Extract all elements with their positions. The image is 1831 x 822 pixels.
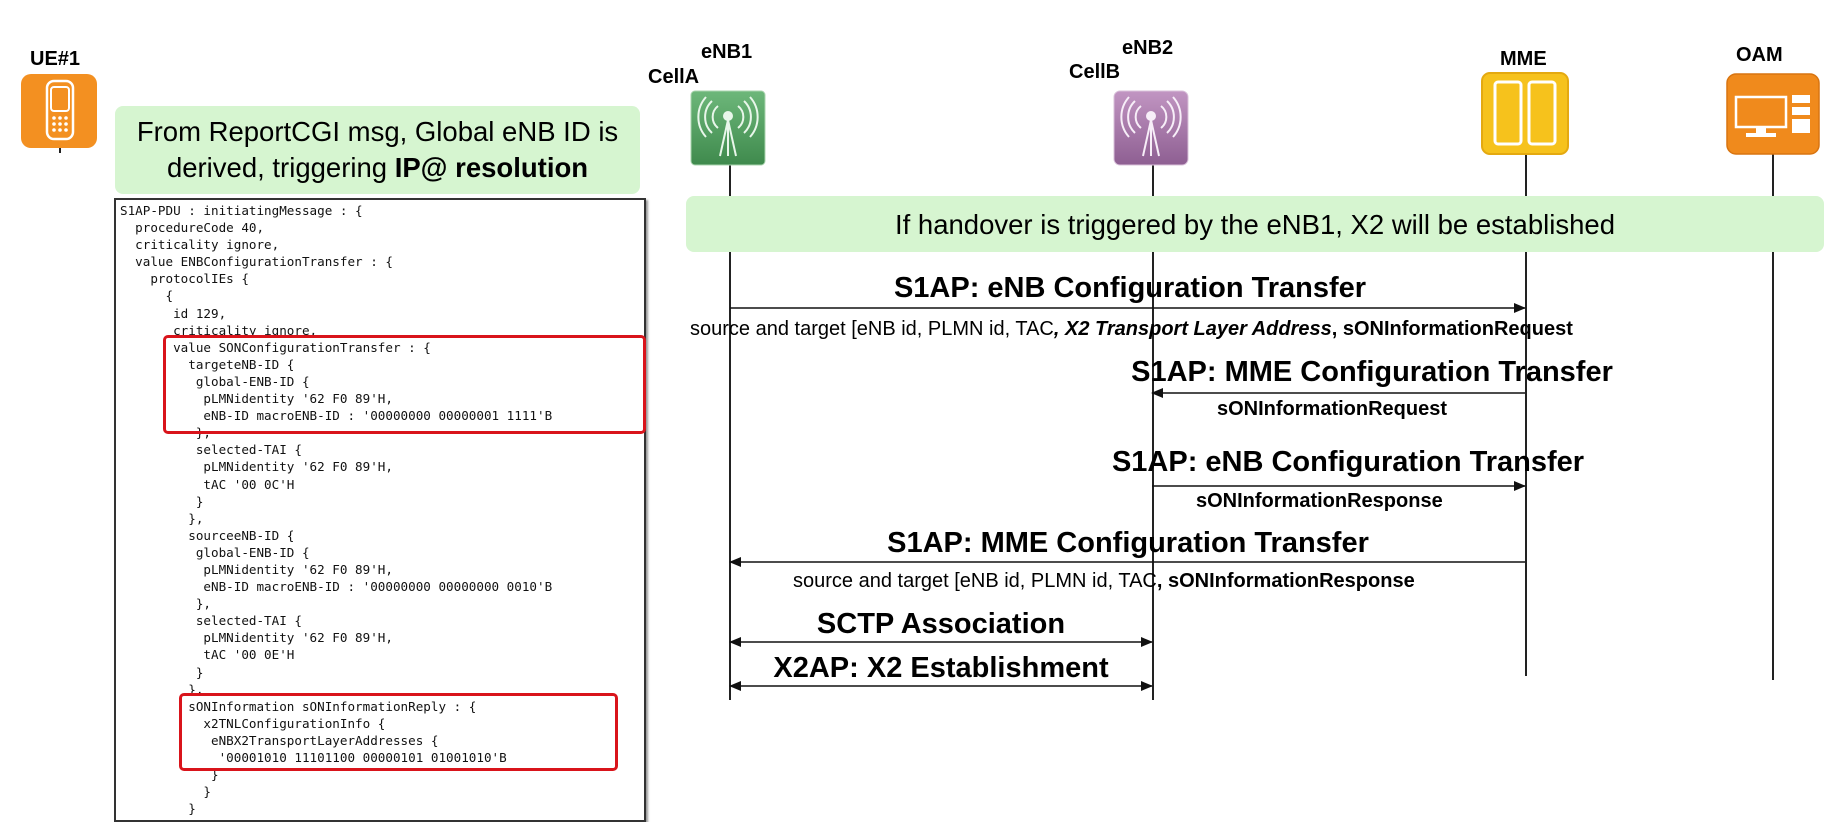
enb1-cell-label: CellA xyxy=(648,66,700,88)
x2-handover-note: If handover is triggered by the eNB1, X2… xyxy=(686,196,1824,252)
m1-subtitle-bold: , sONInformationRequest xyxy=(1331,318,1573,340)
oam-computer-icon xyxy=(1726,73,1820,155)
target-enb-highlight xyxy=(163,335,646,434)
x2-handover-note-text: If handover is triggered by the eNB1, X2… xyxy=(895,209,1615,240)
ip-resolution-note-line2-bold: IP@ resolution xyxy=(394,152,589,183)
m2-subtitle: sONInformationRequest xyxy=(1217,398,1448,420)
ip-resolution-note-line1: From ReportCGI msg, Global eNB ID is xyxy=(136,116,619,147)
m3-title: S1AP: eNB Configuration Transfer xyxy=(1111,446,1585,478)
m4-subtitle-bold: , sONInformationResponse xyxy=(1156,570,1415,592)
ue-lifeline xyxy=(59,145,61,153)
m4-subtitle: source and target [eNB id, PLMN id, TAC,… xyxy=(793,570,1415,593)
m4-title: S1AP: MME Configuration Transfer xyxy=(887,527,1369,559)
ue-label: UE#1 xyxy=(30,48,81,70)
enb2-lifeline xyxy=(1152,165,1154,700)
enb2-antenna-icon xyxy=(1113,90,1189,166)
mme-server-icon xyxy=(1481,72,1569,155)
m2-title: S1AP: MME Configuration Transfer xyxy=(1131,356,1613,388)
enb2-label: eNB2 xyxy=(1122,37,1174,59)
m1-subtitle-bolditalic: , X2 Transport Layer Address xyxy=(1053,318,1332,340)
m1-subtitle-plain: source and target [eNB id, PLMN id, TAC xyxy=(690,318,1054,340)
m1-title: S1AP: eNB Configuration Transfer xyxy=(893,272,1367,304)
s1ap-pdu-code: S1AP-PDU : initiatingMessage : { procedu… xyxy=(120,203,553,817)
enb1-antenna-icon xyxy=(690,90,766,166)
s1ap-pdu-listing: S1AP-PDU : initiatingMessage : { procedu… xyxy=(114,198,646,822)
m3-subtitle: sONInformationResponse xyxy=(1196,490,1443,512)
enb1-lifeline xyxy=(729,165,731,700)
enb1-label: eNB1 xyxy=(701,41,753,63)
oam-label: OAM xyxy=(1736,44,1783,66)
m1-subtitle: source and target [eNB id, PLMN id, TAC,… xyxy=(690,318,1573,341)
ip-resolution-note-line2: derived, triggering IP@ resolution xyxy=(115,152,640,184)
mme-label: MME xyxy=(1500,48,1547,70)
m6-title: X2AP: X2 Establishment xyxy=(773,652,1109,684)
mme-lifeline xyxy=(1525,154,1527,676)
m5-title: SCTP Association xyxy=(816,608,1066,640)
ip-resolution-note: From ReportCGI msg, Global eNB ID is der… xyxy=(115,106,640,194)
oam-lifeline xyxy=(1772,154,1774,680)
ip-resolution-note-line2-plain: derived, triggering xyxy=(166,152,395,183)
m4-subtitle-plain: source and target [eNB id, PLMN id, TAC xyxy=(793,570,1157,592)
mobile-phone-icon xyxy=(21,74,97,148)
enb2-cell-label: CellB xyxy=(1069,61,1121,83)
son-information-highlight xyxy=(179,693,618,771)
